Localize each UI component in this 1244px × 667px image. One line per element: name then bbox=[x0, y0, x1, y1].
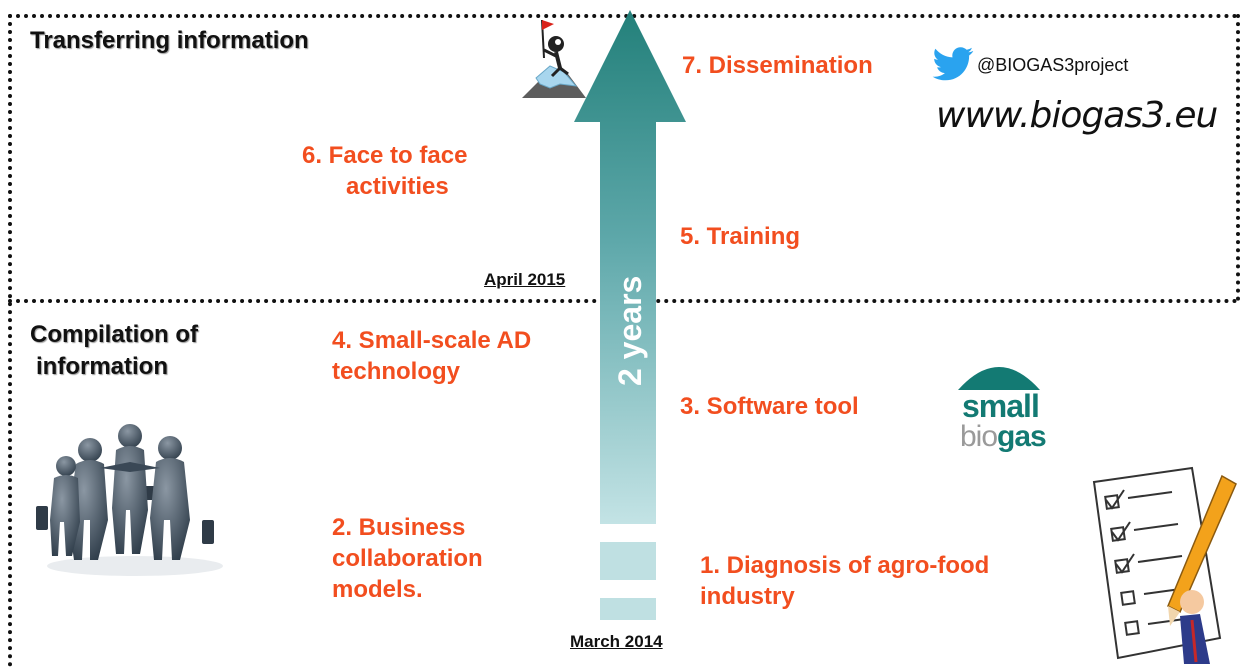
duration-label: 2 years bbox=[612, 275, 648, 386]
twitter-bird-icon bbox=[932, 47, 974, 81]
team-collaboration-image bbox=[36, 424, 223, 576]
date-march-2014: March 2014 bbox=[570, 632, 663, 651]
arrow-body bbox=[574, 10, 686, 524]
section-title-compilation-line2: information bbox=[36, 353, 168, 380]
step-4: 4. Small-scale AD technology bbox=[332, 325, 531, 387]
logo-dome-icon bbox=[958, 367, 1040, 390]
step-4-line1: 4. Small-scale AD bbox=[332, 327, 532, 354]
logo-word-gas: gas bbox=[997, 420, 1047, 453]
step-2-line3: models. bbox=[332, 576, 423, 603]
section-title-transferring: Transferring information bbox=[30, 27, 309, 54]
timeline-arrow bbox=[574, 10, 686, 620]
step-6-line2: activities bbox=[346, 173, 449, 200]
step-2-line1: 2. Business bbox=[332, 514, 466, 541]
logo-word-biogas: biogas bbox=[960, 420, 1047, 454]
left-border bbox=[8, 14, 12, 667]
step-4-line2: technology bbox=[332, 358, 461, 385]
logo-word-bio: bio bbox=[960, 420, 998, 453]
date-april-2015: April 2015 bbox=[484, 270, 566, 289]
step-1-line1: 1. Diagnosis of agro-food bbox=[700, 552, 990, 579]
step-1: 1. Diagnosis of agro-food industry bbox=[700, 550, 989, 612]
mountain-flag-climber-image bbox=[522, 19, 586, 98]
twitter-handle: @BIOGAS3project bbox=[977, 55, 1129, 75]
step-2: 2. Business collaboration models. bbox=[332, 512, 483, 605]
small-biogas-logo: small biogas bbox=[944, 358, 1064, 462]
step-5: 5. Training bbox=[680, 223, 801, 250]
top-border bbox=[8, 14, 1238, 18]
step-2-line2: collaboration bbox=[332, 545, 483, 572]
step-7: 7. Dissemination bbox=[682, 52, 873, 79]
right-border-top bbox=[1236, 14, 1240, 301]
step-6: 6. Face to face activities bbox=[302, 140, 467, 202]
checklist-pencil-image bbox=[1092, 466, 1237, 664]
section-title-compilation-line1: Compilation of bbox=[30, 321, 198, 348]
arrow-dash-2 bbox=[600, 598, 656, 620]
website-url: www.biogas3.eu bbox=[936, 95, 1218, 136]
arrow-dash-1 bbox=[600, 542, 656, 580]
step-6-line1: 6. Face to face bbox=[302, 142, 468, 169]
logo-word-small: small bbox=[962, 388, 1040, 424]
step-1-line2: industry bbox=[700, 583, 795, 610]
step-3: 3. Software tool bbox=[680, 393, 859, 420]
